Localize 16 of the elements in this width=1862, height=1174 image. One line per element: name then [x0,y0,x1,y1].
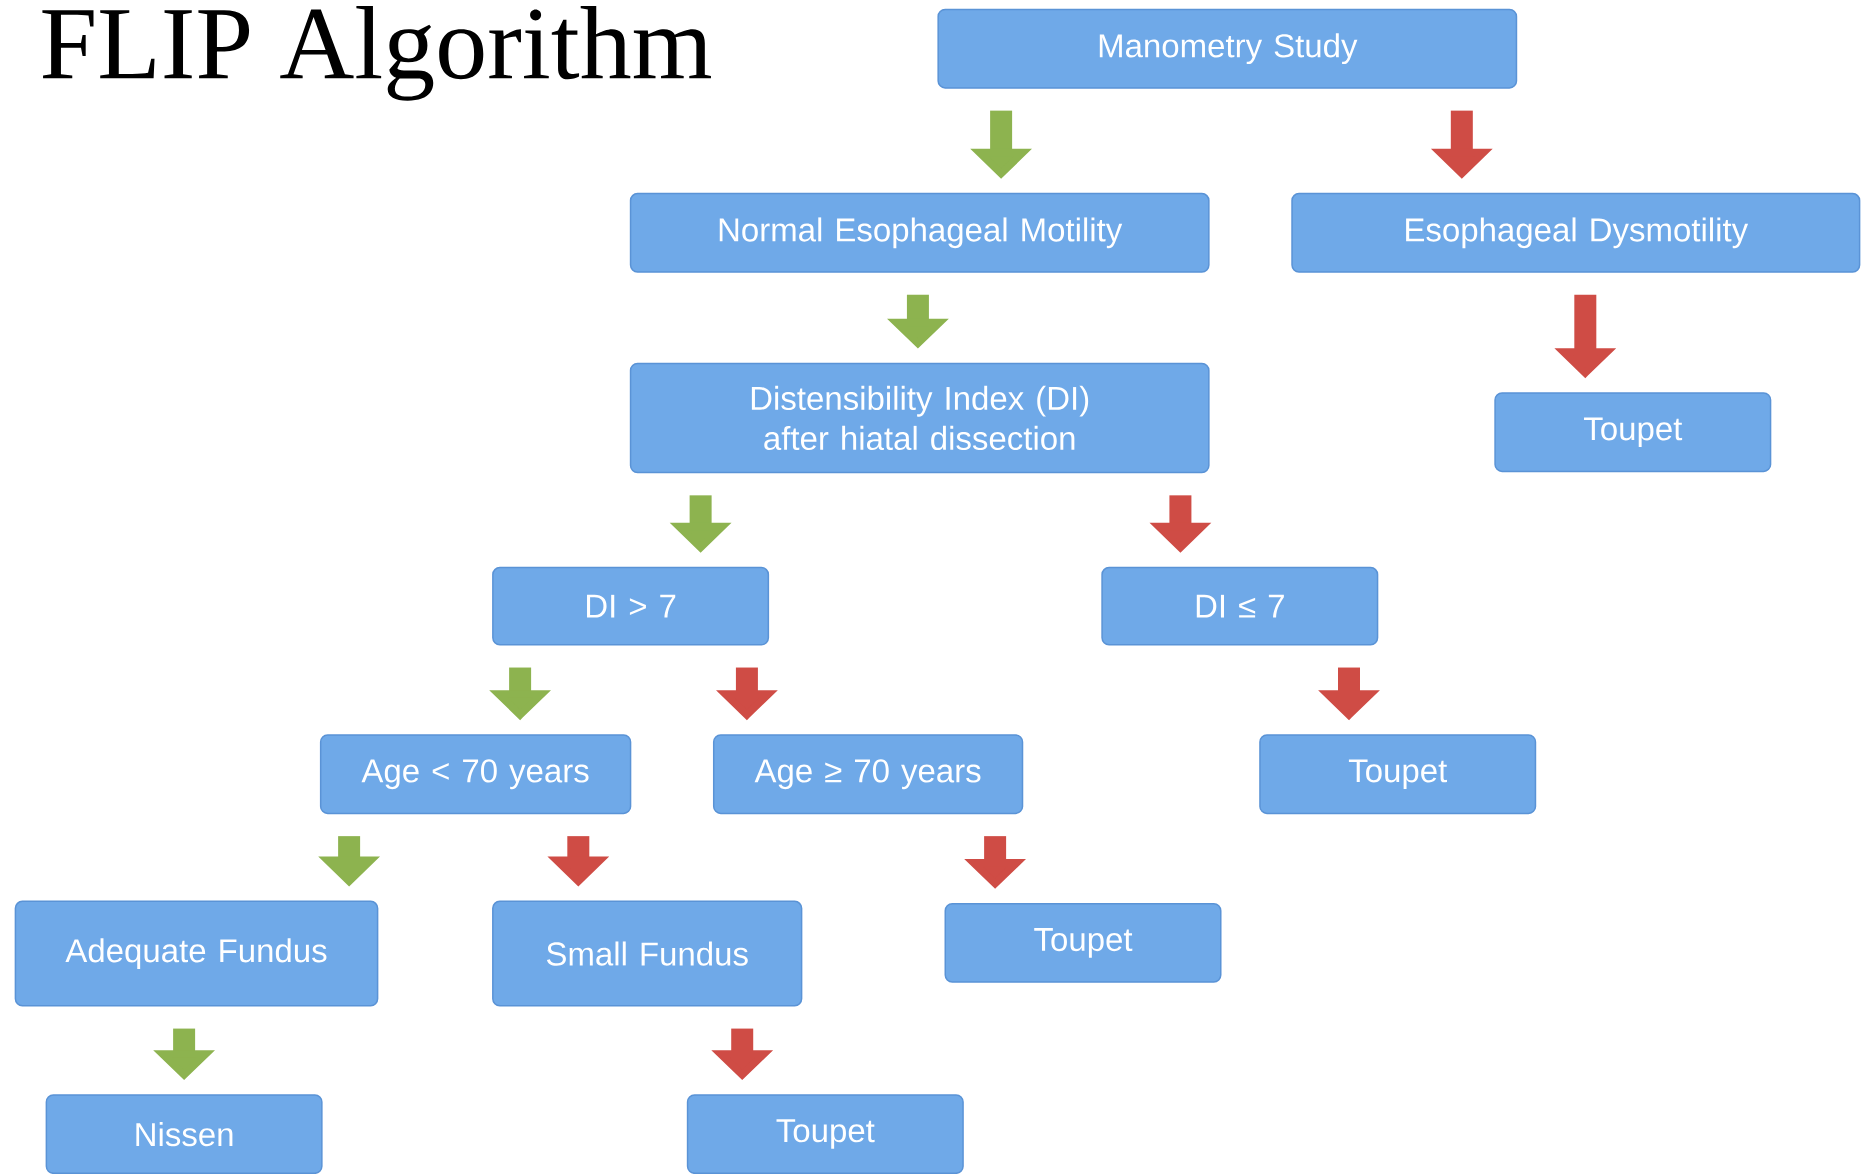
title: FLIP Algorithm [42,6,711,101]
process-box: Adequate Fundus [14,900,379,1007]
process-box: Normal Esophageal Motility [629,192,1210,273]
process-box: Manometry Study [937,8,1518,89]
process-box: DI > 7 [492,566,770,646]
process-box: Distensibility Index (DI) after hiatal dissection [629,362,1210,474]
process-box: Toupet [1259,734,1537,815]
process-box: Nissen [45,1094,323,1174]
process-box: DI ≤ 7 [1101,566,1379,646]
process-box: Age ≥ 70 years [712,734,1024,815]
process-box: Esophageal Dysmotility [1291,192,1861,273]
process-box: Toupet [1494,392,1772,473]
process-box: Toupet [944,902,1222,983]
process-box: Small Fundus [492,900,803,1007]
process-box: Age < 70 years [319,734,632,815]
process-box: Toupet [686,1094,964,1174]
